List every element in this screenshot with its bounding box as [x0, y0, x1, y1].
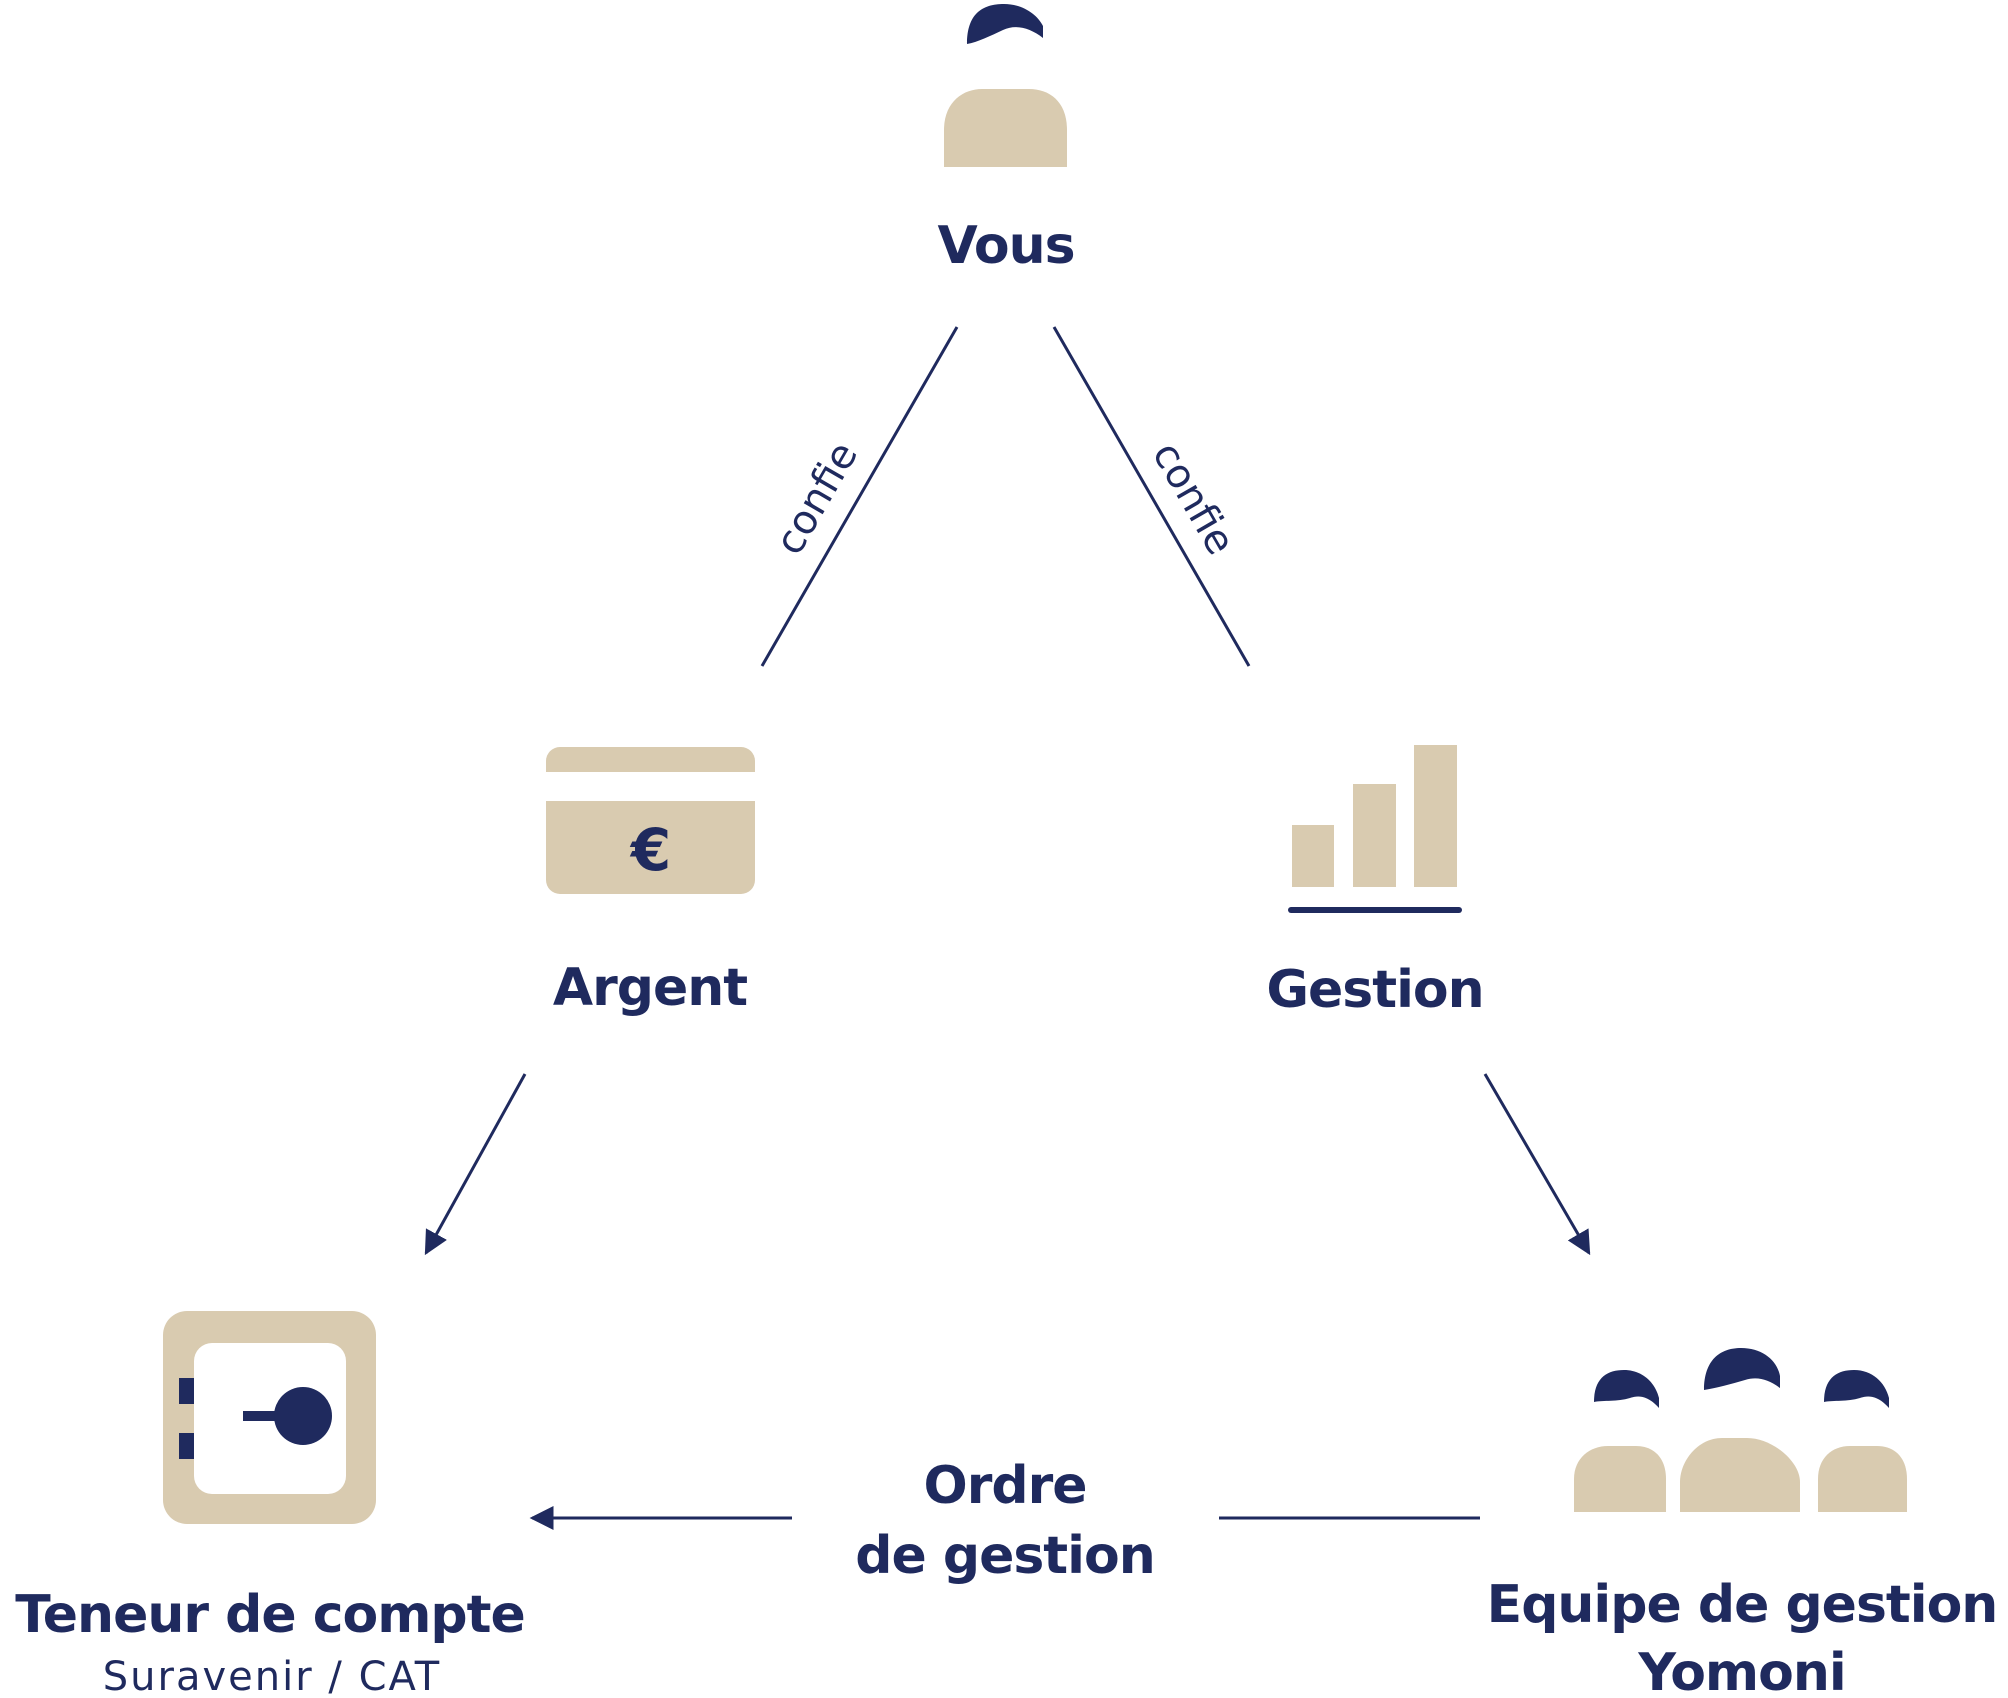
vous-label: Vous — [937, 216, 1074, 276]
team-hair-left — [1594, 1370, 1659, 1408]
team-hair-center — [1704, 1348, 1780, 1390]
gestion-label: Gestion — [1266, 960, 1483, 1020]
safe-hinge-top — [179, 1378, 194, 1404]
argent-label: Argent — [553, 958, 747, 1018]
safe-icon — [163, 1311, 376, 1524]
arrow-line — [1483, 1073, 1591, 1256]
teneur-label: Teneur de compte — [15, 1585, 525, 1645]
team-body-center-fill — [1680, 1438, 1800, 1512]
teneur-node: Teneur de compte Suravenir / CAT — [15, 1311, 526, 1698]
euro-card-icon: € — [546, 747, 755, 894]
edge-argent-teneur — [424, 1073, 527, 1256]
bar-chart-icon — [1288, 745, 1462, 913]
card-stripe — [546, 772, 755, 801]
equipe-label-line1: Equipe de gestion — [1487, 1575, 1998, 1635]
edge-label-ordre: Ordre — [924, 1456, 1087, 1516]
safe-handle — [243, 1411, 303, 1421]
argent-node: € Argent — [546, 747, 755, 1018]
person-icon — [944, 4, 1067, 167]
bar-large — [1414, 745, 1457, 887]
arrow-line — [424, 1073, 527, 1256]
team-hair-right — [1824, 1370, 1889, 1408]
edge-label-de-gestion: de gestion — [855, 1526, 1154, 1586]
equipe-node: Equipe de gestion Yomoni — [1487, 1348, 1998, 1698]
bar-small — [1292, 825, 1334, 887]
person-body — [944, 89, 1067, 167]
edge-label-confie-right: confie — [1143, 434, 1244, 562]
gestion-node: Gestion — [1266, 745, 1485, 1020]
edge-vous-gestion: confie — [1052, 326, 1251, 667]
bar-medium — [1353, 784, 1396, 887]
safe-hinge-bottom — [179, 1433, 194, 1459]
edge-vous-argent: confie — [760, 326, 959, 667]
team-body-left — [1574, 1446, 1666, 1512]
edge-gestion-equipe — [1483, 1073, 1591, 1256]
euro-symbol: € — [629, 816, 671, 884]
team-icon — [1574, 1348, 1907, 1514]
vous-node: Vous — [937, 4, 1076, 276]
teneur-sublabel: Suravenir / CAT — [103, 1654, 441, 1698]
person-hair — [967, 4, 1043, 44]
edge-equipe-teneur: Ordre de gestion — [529, 1456, 1480, 1586]
safe-dial — [274, 1387, 332, 1445]
edge-line — [1052, 326, 1251, 667]
team-body-right — [1818, 1446, 1907, 1512]
equipe-label-line2: Yomoni — [1637, 1643, 1845, 1698]
edge-label-confie-left: confie — [766, 434, 867, 562]
edge-line — [760, 326, 959, 667]
